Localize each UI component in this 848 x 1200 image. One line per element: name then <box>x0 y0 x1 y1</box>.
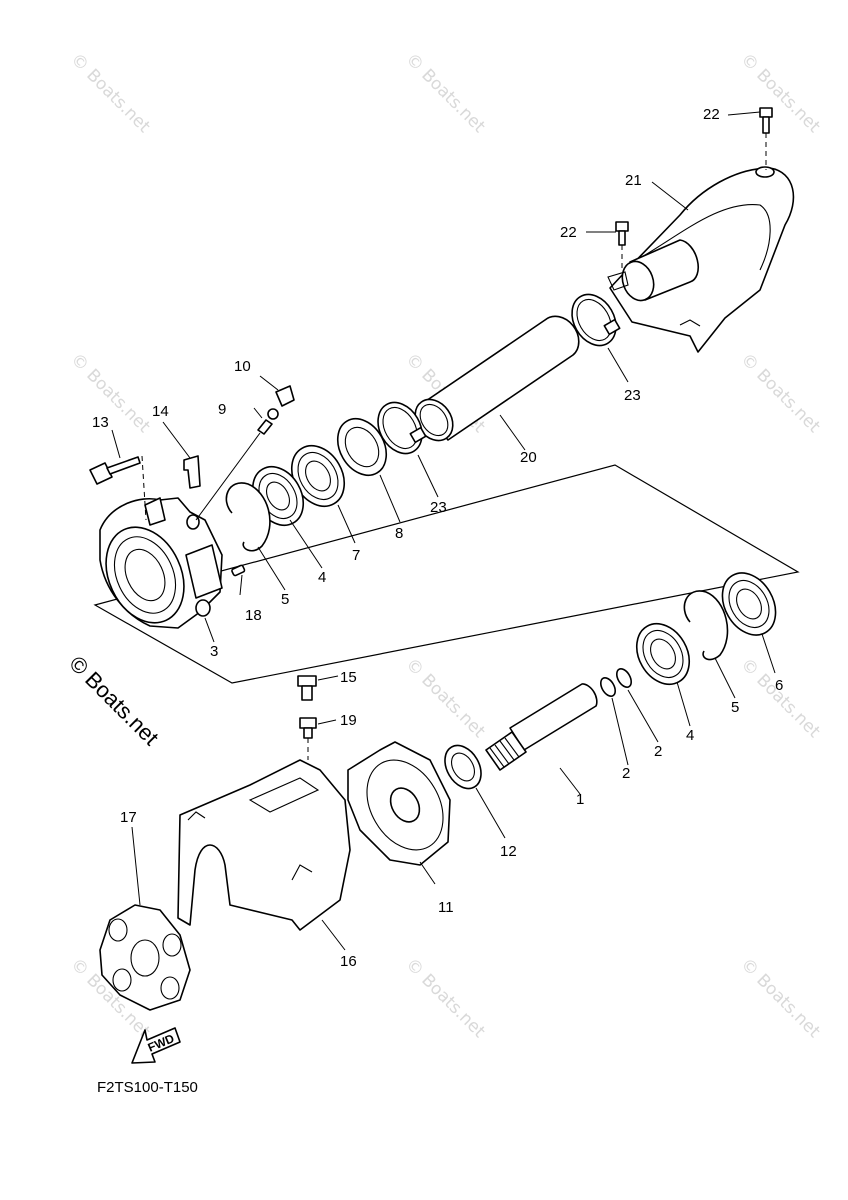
part-12-collar <box>444 744 482 790</box>
callout-22: 22 <box>703 106 720 123</box>
part-14-plate <box>183 455 201 489</box>
callout-17: 17 <box>120 809 137 826</box>
assembly-frame <box>93 464 800 684</box>
part-22-bolt <box>759 107 773 170</box>
part-4-bearing-lower <box>635 623 691 685</box>
watermark: © Boats.net <box>736 49 824 137</box>
part-19-collar <box>299 717 317 760</box>
part-22-bolt-lower <box>615 221 629 272</box>
callout-6: 6 <box>775 677 783 694</box>
watermark: © Boats.net <box>401 954 489 1042</box>
callout-12: 12 <box>500 843 517 860</box>
part-9-nipple <box>195 408 279 521</box>
callout-22b: 22 <box>560 224 577 241</box>
callout-2b: 2 <box>654 743 662 760</box>
callout-10: 10 <box>234 358 251 375</box>
part-15-bolt <box>297 675 317 701</box>
watermark: © Boats.net <box>401 654 489 742</box>
callout-18: 18 <box>245 607 262 624</box>
watermark: © Boats.net <box>66 349 154 437</box>
part-8-seal <box>336 417 388 477</box>
callout-23: 23 <box>624 387 641 404</box>
callout-13: 13 <box>92 414 109 431</box>
part-3-housing <box>99 497 223 629</box>
part-5-snap-ring-upper <box>225 482 271 552</box>
callout-8: 8 <box>395 525 403 542</box>
part-17-damper <box>99 904 191 1011</box>
callout-4b: 4 <box>686 727 694 744</box>
watermark: © Boats.net <box>66 49 154 137</box>
callout-7: 7 <box>352 547 360 564</box>
brand-mark: © Boats.net <box>64 651 163 750</box>
part-10-cap <box>275 385 295 407</box>
watermark: © Boats.net <box>401 49 489 137</box>
callout-numbers: 1 2 2 3 4 4 5 5 6 7 8 9 10 11 12 13 14 1… <box>92 106 783 970</box>
watermark: © Boats.net <box>736 954 824 1042</box>
watermark: © Boats.net <box>736 349 824 437</box>
callout-2: 2 <box>622 765 630 782</box>
part-23-clamp-upper <box>571 293 621 347</box>
part-7-bearing <box>290 445 346 507</box>
part-18-pin <box>231 564 246 577</box>
callout-23b: 23 <box>430 499 447 516</box>
watermark: © Boats.net <box>736 654 824 742</box>
part-13-bolt <box>89 455 147 521</box>
part-11-coupling <box>347 741 451 866</box>
callout-19: 19 <box>340 712 357 729</box>
callout-21: 21 <box>625 172 642 189</box>
part-1-shaft <box>485 683 598 771</box>
callout-20: 20 <box>520 449 537 466</box>
callout-5b: 5 <box>731 699 739 716</box>
callout-1: 1 <box>576 791 584 808</box>
callout-16: 16 <box>340 953 357 970</box>
leader-lines <box>111 111 776 951</box>
part-5-snap-ring-lower <box>683 590 729 661</box>
diagram-code: F2TS100-T150 <box>97 1079 198 1096</box>
callout-4: 4 <box>318 569 326 586</box>
callout-15: 15 <box>340 669 357 686</box>
callout-3: 3 <box>210 643 218 660</box>
part-21-nozzle-cover <box>607 166 795 353</box>
fwd-label: FWD <box>146 1031 177 1055</box>
callout-9: 9 <box>218 401 226 418</box>
callout-11: 11 <box>438 899 454 916</box>
callout-14: 14 <box>152 403 169 420</box>
callout-5: 5 <box>281 591 289 608</box>
part-2-o-ring <box>599 668 633 697</box>
part-16-cover <box>177 759 351 931</box>
part-6-bearing <box>721 572 777 636</box>
